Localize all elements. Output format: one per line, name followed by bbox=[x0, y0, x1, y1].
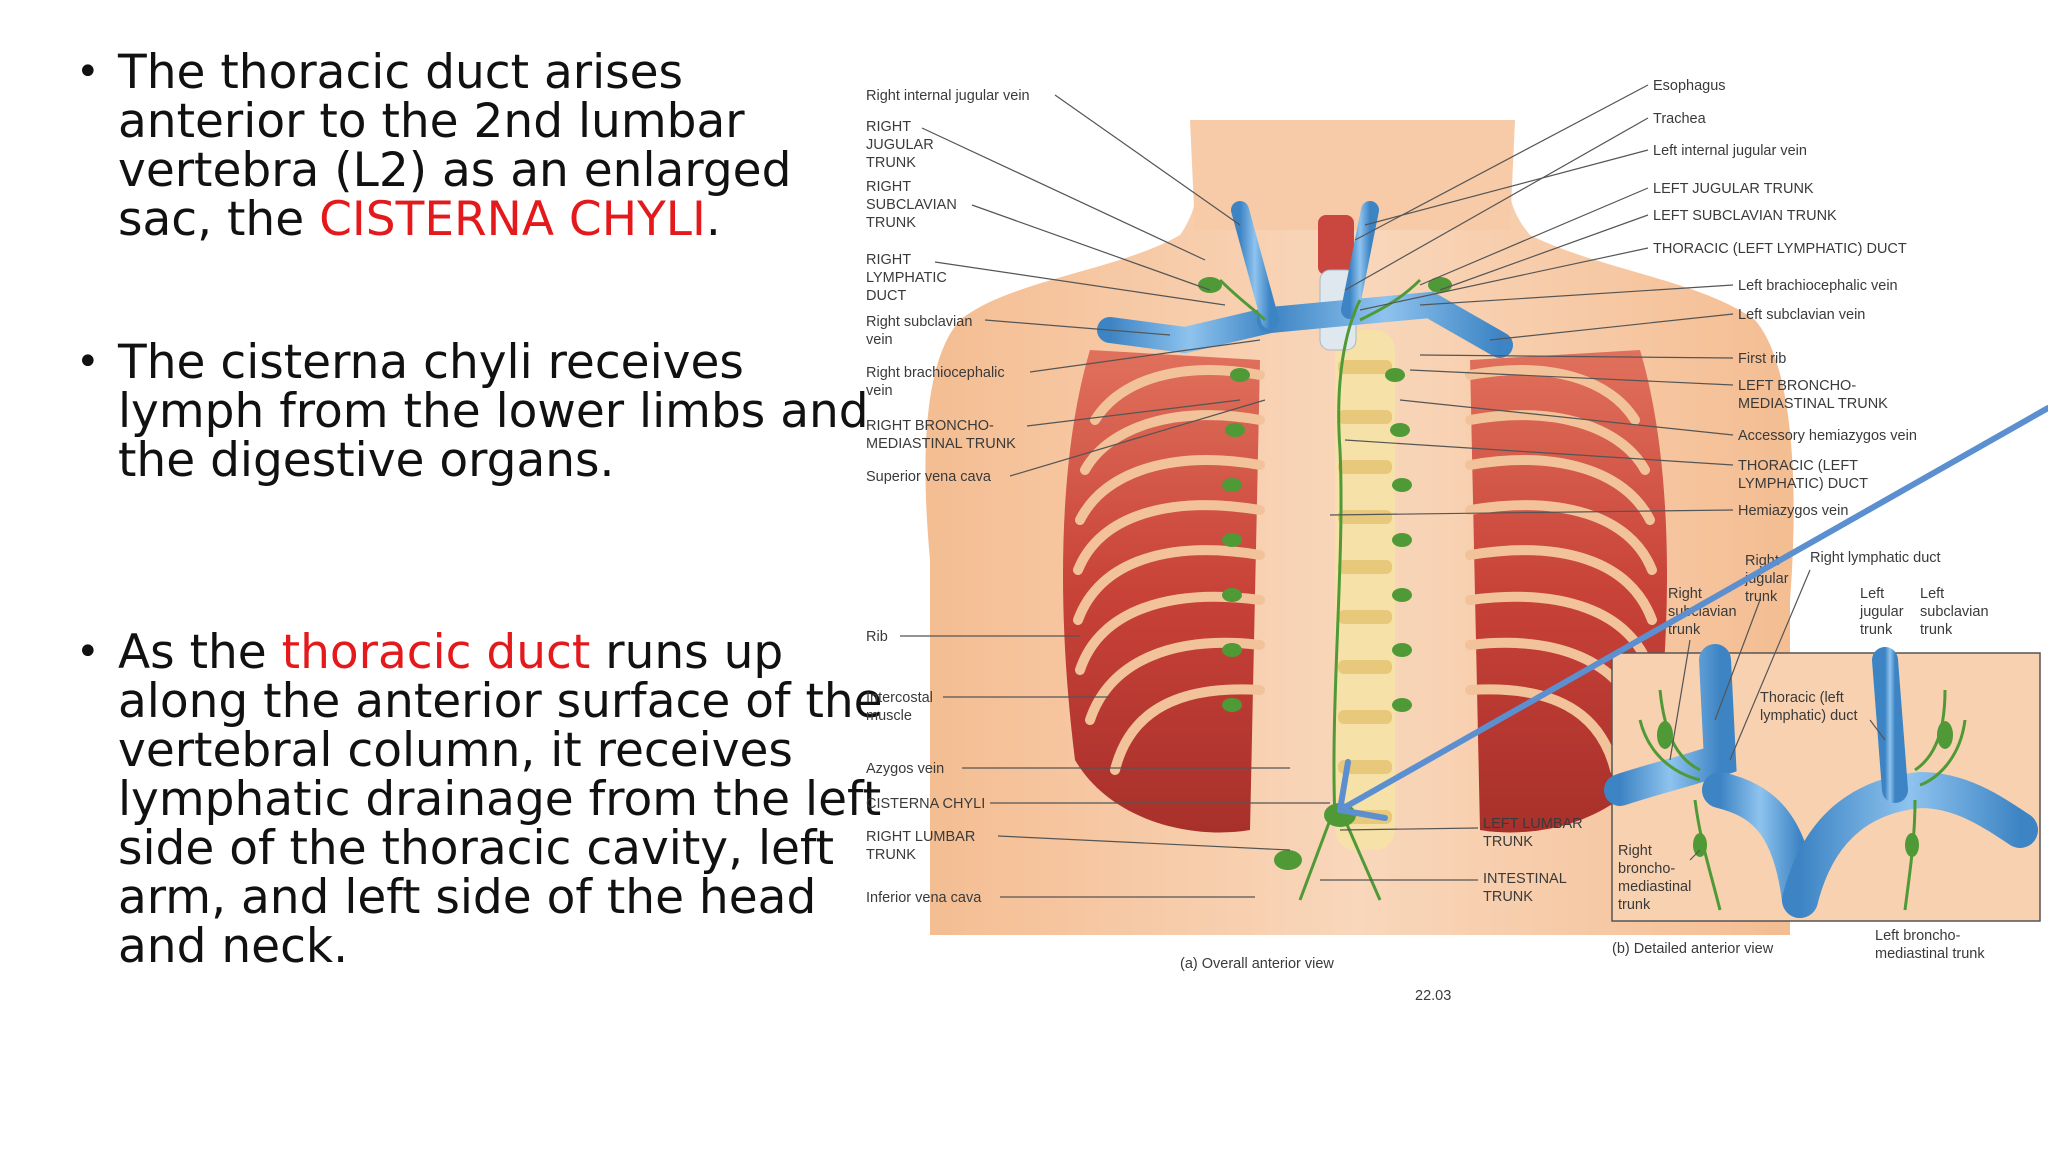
label-right-internal-jugular-vein: Right internal jugular vein bbox=[866, 88, 1030, 104]
figure-number: 22.03 bbox=[1415, 988, 1451, 1004]
svg-text:MEDIASTINAL TRUNK: MEDIASTINAL TRUNK bbox=[1738, 396, 1888, 412]
svg-text:JUGULAR: JUGULAR bbox=[866, 137, 934, 153]
svg-text:mediastinal trunk: mediastinal trunk bbox=[1875, 946, 1985, 962]
svg-text:LYMPHATIC) DUCT: LYMPHATIC) DUCT bbox=[1738, 476, 1868, 492]
svg-text:Accessory hemiazygos vein: Accessory hemiazygos vein bbox=[1738, 428, 1917, 444]
svg-text:TRUNK: TRUNK bbox=[866, 215, 916, 231]
svg-text:Rib: Rib bbox=[866, 629, 888, 645]
svg-text:Left internal jugular vein: Left internal jugular vein bbox=[1653, 143, 1807, 159]
svg-text:Left brachiocephalic vein: Left brachiocephalic vein bbox=[1738, 278, 1898, 294]
bullet-cisterna-origin: • The thoracic duct arises anterior to t… bbox=[76, 45, 792, 247]
svg-text:Hemiazygos vein: Hemiazygos vein bbox=[1738, 503, 1848, 519]
svg-text:mediastinal: mediastinal bbox=[1618, 879, 1691, 895]
svg-text:trunk: trunk bbox=[1920, 622, 1953, 638]
svg-text:LEFT JUGULAR TRUNK: LEFT JUGULAR TRUNK bbox=[1653, 181, 1814, 197]
bullet-dot: • bbox=[76, 49, 100, 95]
svg-text:RIGHT: RIGHT bbox=[866, 252, 911, 268]
inset-labels: Right jugular trunk Right lymphatic duct… bbox=[1618, 550, 1989, 962]
svg-text:RIGHT: RIGHT bbox=[866, 179, 911, 195]
svg-text:broncho-: broncho- bbox=[1618, 861, 1675, 877]
svg-text:TRUNK: TRUNK bbox=[1483, 889, 1533, 905]
svg-text:LEFT BRONCHO-: LEFT BRONCHO- bbox=[1738, 378, 1856, 394]
neck bbox=[1190, 120, 1515, 230]
svg-text:SUBCLAVIAN: SUBCLAVIAN bbox=[866, 197, 957, 213]
svg-text:trunk: trunk bbox=[1668, 622, 1701, 638]
svg-text:muscle: muscle bbox=[866, 708, 912, 724]
svg-text:THORACIC (LEFT: THORACIC (LEFT bbox=[1738, 458, 1858, 474]
svg-text:Intercostal: Intercostal bbox=[866, 690, 933, 706]
svg-text:Right subclavian: Right subclavian bbox=[866, 314, 972, 330]
veins bbox=[1097, 201, 1513, 950]
svg-text:RIGHT BRONCHO-: RIGHT BRONCHO- bbox=[866, 418, 994, 434]
svg-text:Superior vena cava: Superior vena cava bbox=[866, 469, 992, 485]
svg-text:Right: Right bbox=[1668, 586, 1702, 602]
esophagus bbox=[1318, 215, 1354, 275]
svg-text:trunk: trunk bbox=[1618, 897, 1651, 913]
highlight-cisterna-chyli: CISTERNA CHYLI bbox=[319, 192, 706, 247]
svg-text:jugular: jugular bbox=[1859, 604, 1904, 620]
svg-text:Esophagus: Esophagus bbox=[1653, 78, 1726, 94]
bullet-thoracic-duct: • As the thoracic duct runs up along the… bbox=[76, 625, 883, 974]
svg-text:Left: Left bbox=[1860, 586, 1884, 602]
svg-text:THORACIC (LEFT LYMPHATIC) DUCT: THORACIC (LEFT LYMPHATIC) DUCT bbox=[1653, 241, 1907, 257]
highlight-thoracic-duct: thoracic duct bbox=[281, 625, 591, 680]
svg-text:Left broncho-: Left broncho- bbox=[1875, 928, 1961, 944]
label-cisterna-chyli: CISTERNA CHYLI bbox=[866, 796, 985, 812]
svg-text:TRUNK: TRUNK bbox=[866, 847, 916, 863]
svg-text:Right lymphatic duct: Right lymphatic duct bbox=[1810, 550, 1941, 566]
svg-text:INTESTINAL: INTESTINAL bbox=[1483, 871, 1567, 887]
svg-text:LYMPHATIC: LYMPHATIC bbox=[866, 270, 947, 286]
bullet-dot: • bbox=[76, 629, 100, 675]
svg-text:trunk: trunk bbox=[1745, 589, 1778, 605]
arrow-to-cisterna-chyli bbox=[1337, 405, 2048, 821]
caption-b: (b) Detailed anterior view bbox=[1612, 941, 1774, 957]
labels-left: Right internal jugular vein RIGHT JUGULA… bbox=[866, 88, 1030, 906]
leader-lines bbox=[900, 84, 1734, 898]
svg-text:trunk: trunk bbox=[1860, 622, 1893, 638]
svg-text:lymphatic) duct: lymphatic) duct bbox=[1760, 708, 1858, 724]
svg-text:Left: Left bbox=[1920, 586, 1944, 602]
svg-text:TRUNK: TRUNK bbox=[1483, 834, 1533, 850]
svg-text:Trachea: Trachea bbox=[1653, 111, 1707, 127]
svg-text:Inferior vena cava: Inferior vena cava bbox=[866, 890, 982, 906]
caption-a: (a) Overall anterior view bbox=[1180, 956, 1334, 972]
bullet-cisterna-receives: • The cisterna chyli receives lymph from… bbox=[76, 335, 869, 488]
lymph-nodes bbox=[1198, 277, 1452, 870]
svg-text:Right: Right bbox=[1618, 843, 1652, 859]
svg-text:LEFT SUBCLAVIAN TRUNK: LEFT SUBCLAVIAN TRUNK bbox=[1653, 208, 1837, 224]
svg-text:MEDIASTINAL TRUNK: MEDIASTINAL TRUNK bbox=[866, 436, 1016, 452]
svg-text:Azygos vein: Azygos vein bbox=[866, 761, 944, 777]
svg-text:First rib: First rib bbox=[1738, 351, 1786, 367]
svg-text:TRUNK: TRUNK bbox=[866, 155, 916, 171]
svg-text:Right brachiocephalic: Right brachiocephalic bbox=[866, 365, 1005, 381]
svg-text:vein: vein bbox=[866, 332, 893, 348]
svg-text:RIGHT: RIGHT bbox=[866, 119, 911, 135]
labels-right: Esophagus Trachea Left internal jugular … bbox=[1483, 78, 1917, 905]
bullet-dot: • bbox=[76, 339, 100, 385]
svg-text:LEFT LUMBAR: LEFT LUMBAR bbox=[1483, 816, 1583, 832]
inset-detailed-view bbox=[1604, 569, 2041, 922]
svg-text:RIGHT LUMBAR: RIGHT LUMBAR bbox=[866, 829, 975, 845]
svg-text:vein: vein bbox=[866, 383, 893, 399]
svg-text:DUCT: DUCT bbox=[866, 288, 906, 304]
svg-text:Left subclavian vein: Left subclavian vein bbox=[1738, 307, 1865, 323]
svg-text:Thoracic (left: Thoracic (left bbox=[1760, 690, 1844, 706]
svg-text:subclavian: subclavian bbox=[1920, 604, 1989, 620]
vertebral-column bbox=[1335, 330, 1395, 850]
